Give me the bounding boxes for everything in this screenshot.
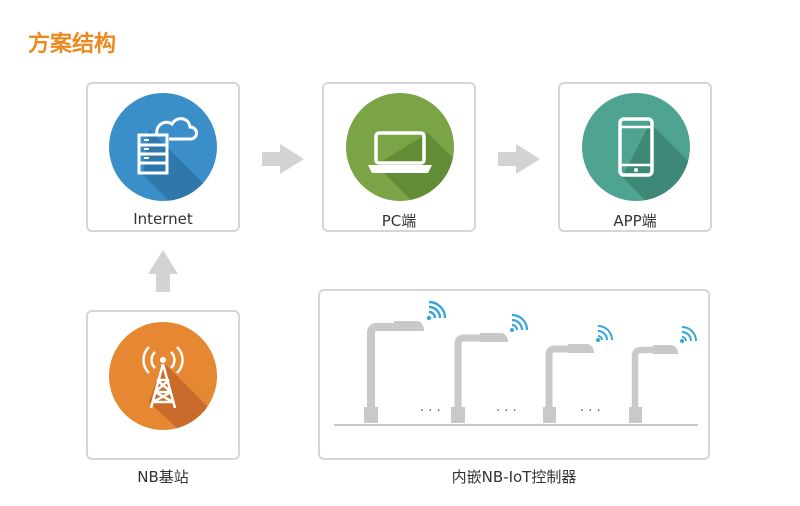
street-lamp-icon (543, 344, 594, 423)
street-lamp-icon (451, 333, 508, 423)
nb-station-card[interactable] (86, 310, 240, 460)
app-card[interactable]: APP端 (558, 82, 712, 232)
pc-card[interactable]: PC端 (322, 82, 476, 232)
signal-tower-icon (109, 322, 217, 430)
arrow-right-icon (262, 144, 304, 174)
wifi-icon (680, 326, 697, 343)
wifi-icon (596, 325, 613, 342)
internet-label: Internet (133, 210, 193, 228)
laptop-icon (346, 93, 454, 201)
ellipsis-1: · · · (420, 404, 441, 419)
arrow-up-icon (148, 250, 178, 292)
ellipsis-2: · · · (496, 404, 517, 419)
smartphone-icon (582, 93, 690, 201)
ellipsis-3: · · · (580, 404, 601, 419)
street-lamp-icon (629, 345, 678, 423)
pc-label: PC端 (381, 212, 417, 230)
controllers-card[interactable]: · · · · · · · · · (318, 289, 710, 460)
nb-station-label: NB基站 (137, 468, 189, 486)
wifi-icon (426, 300, 447, 321)
internet-card[interactable]: Internet (86, 82, 240, 232)
street-lamp-icon (364, 321, 424, 423)
street-lamp-row: · · · · · · · · · (334, 300, 698, 426)
controllers-label: 内嵌NB-IoT控制器 (451, 468, 577, 486)
page-title: 方案结构 (28, 32, 117, 57)
server-cloud-icon (109, 93, 217, 201)
arrow-right-icon (498, 144, 540, 174)
app-label: APP端 (613, 212, 657, 230)
wifi-icon (510, 313, 529, 332)
